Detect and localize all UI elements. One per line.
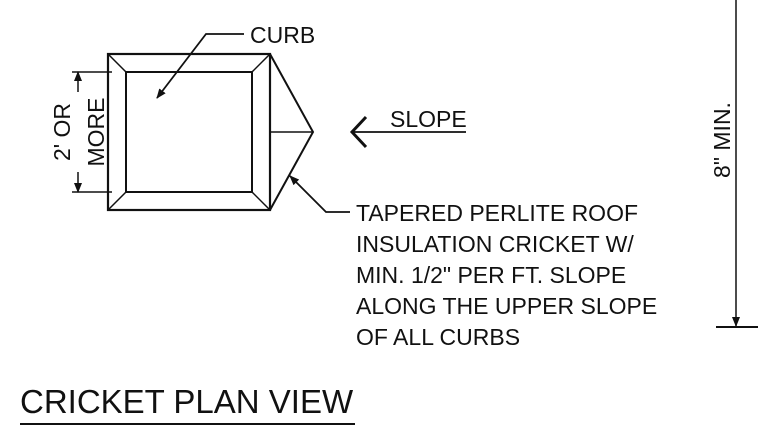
note-leader — [289, 175, 350, 213]
curb-corner-bl — [107, 191, 127, 211]
dimension-label-line2: MORE — [83, 98, 109, 167]
curb-label: CURB — [250, 22, 315, 48]
note-line-4: ALONG THE UPPER SLOPE — [356, 293, 657, 319]
view-title: CRICKET PLAN VIEW — [20, 383, 354, 420]
dimension-label-line1: 2' OR — [49, 103, 75, 161]
curb-outer-rect — [106, 52, 272, 212]
slope-arrow-head — [349, 115, 368, 149]
curb-leader — [156, 33, 244, 99]
min-height-label: 8" MIN. — [709, 102, 735, 178]
note-line-5: OF ALL CURBS — [356, 324, 520, 350]
note-line-2: INSULATION CRICKET W/ — [356, 231, 634, 257]
note-line-1: TAPERED PERLITE ROOF — [356, 200, 638, 226]
slope-label: SLOPE — [390, 106, 467, 132]
note-line-3: MIN. 1/2" PER FT. SLOPE — [356, 262, 626, 288]
curb-corner-br — [251, 191, 271, 211]
curb-corner-tr — [251, 53, 271, 73]
curb-inner-rect — [125, 71, 253, 193]
curb-corner-tl — [107, 53, 127, 73]
dimension-label: 2' OR MORE — [49, 98, 109, 167]
